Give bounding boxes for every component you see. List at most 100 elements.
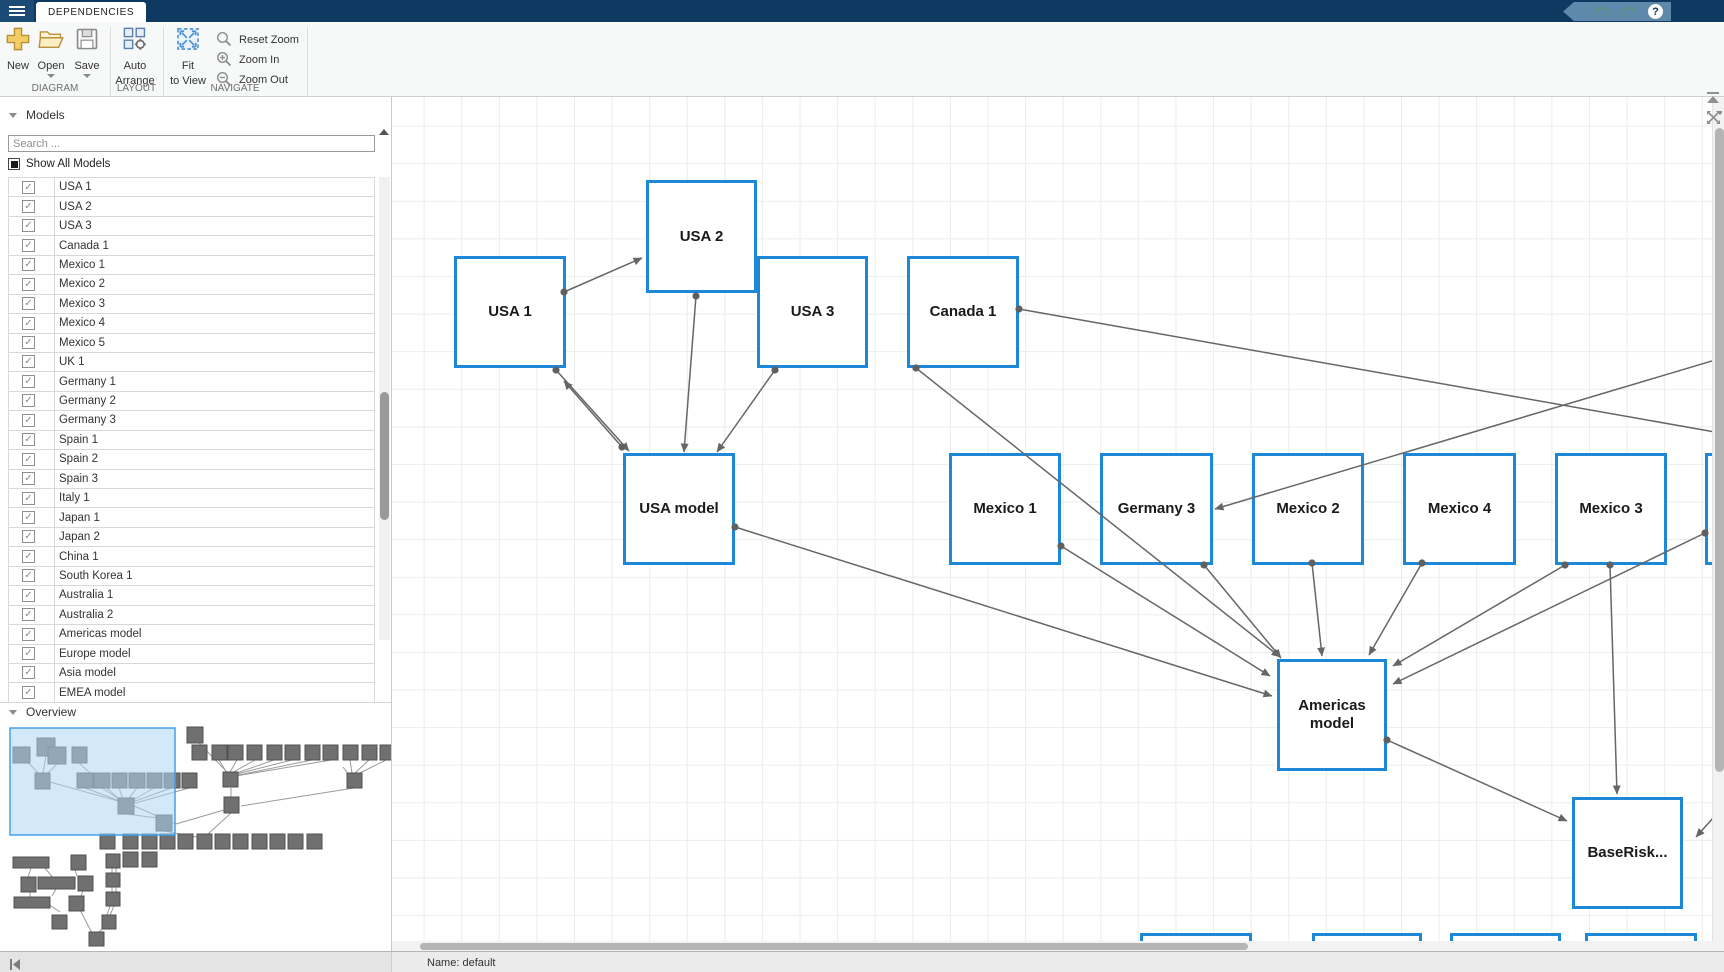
canvas-node[interactable]: USA model [623, 453, 735, 565]
canvas-node[interactable]: Mexico 2 [1252, 453, 1364, 565]
model-list-item[interactable]: ✓Australia 2 [8, 606, 375, 625]
model-list-scrollbar[interactable] [379, 177, 390, 640]
model-checkbox[interactable]: ✓ [22, 472, 35, 485]
show-all-models-checkbox[interactable]: Show All Models [8, 156, 110, 172]
model-list-item[interactable]: ✓Europe model [8, 645, 375, 664]
model-checkbox[interactable]: ✓ [22, 394, 35, 407]
model-list-item[interactable]: ✓Germany 2 [8, 392, 375, 411]
canvas-node-partial[interactable] [1450, 933, 1561, 941]
model-checkbox[interactable]: ✓ [22, 628, 35, 641]
save-dropdown-icon[interactable] [83, 74, 91, 78]
model-checkbox[interactable]: ✓ [22, 569, 35, 582]
minimap-viewport[interactable] [10, 728, 175, 835]
model-list-item[interactable]: ✓Germany 3 [8, 411, 375, 430]
model-list-item[interactable]: ✓Spain 3 [8, 470, 375, 489]
overview-minimap[interactable] [0, 720, 392, 948]
canvas-node[interactable]: Mexico 1 [949, 453, 1061, 565]
show-all-checkbox-icon[interactable] [8, 158, 20, 170]
model-list-item[interactable]: ✓Australia 1 [8, 586, 375, 605]
collapse-models-icon[interactable] [9, 113, 17, 118]
skip-to-start-icon[interactable] [9, 957, 21, 968]
model-list-item[interactable]: ✓USA 1 [8, 178, 375, 197]
model-list-item[interactable]: ✓Asia model [8, 664, 375, 683]
canvas-node[interactable]: Mexico 3 [1555, 453, 1667, 565]
model-checkbox[interactable]: ✓ [22, 278, 35, 291]
canvas-node[interactable]: Americas model [1277, 659, 1387, 771]
model-checkbox[interactable]: ✓ [22, 355, 35, 368]
model-list-item[interactable]: ✓EMEA model [8, 683, 375, 702]
model-list-item[interactable]: ✓Mexico 4 [8, 314, 375, 333]
model-list-item[interactable]: ✓Spain 1 [8, 431, 375, 450]
model-list-item[interactable]: ✓Canada 1 [8, 236, 375, 255]
fit-to-view-button[interactable]: Fit to View [165, 26, 211, 87]
model-checkbox[interactable]: ✓ [22, 317, 35, 330]
expand-canvas-icon[interactable] [1705, 109, 1722, 126]
model-checkbox[interactable]: ✓ [22, 258, 35, 271]
model-checkbox[interactable]: ✓ [22, 375, 35, 388]
model-list-item[interactable]: ✓Mexico 5 [8, 334, 375, 353]
model-checkbox[interactable]: ✓ [22, 453, 35, 466]
canvas-node-partial[interactable] [1312, 933, 1422, 941]
open-dropdown-icon[interactable] [47, 74, 55, 78]
model-list-item[interactable]: ✓Americas model [8, 625, 375, 644]
undo-icon[interactable] [1592, 4, 1610, 20]
auto-arrange-button[interactable]: Auto Arrange [112, 26, 158, 87]
canvas-node[interactable]: USA 3 [757, 256, 868, 368]
canvas-horizontal-scrollbar-thumb[interactable] [420, 943, 1248, 950]
model-list-item[interactable]: ✓Mexico 1 [8, 256, 375, 275]
model-list-item[interactable]: ✓Mexico 3 [8, 295, 375, 314]
canvas-node[interactable]: Canada 1 [907, 256, 1019, 368]
zoom-in-button[interactable]: Zoom In [216, 50, 279, 70]
model-checkbox[interactable]: ✓ [22, 530, 35, 543]
model-checkbox[interactable]: ✓ [22, 666, 35, 679]
model-list-item[interactable]: ✓China 1 [8, 547, 375, 566]
save-button[interactable]: Save [70, 26, 104, 78]
model-checkbox[interactable]: ✓ [22, 336, 35, 349]
model-list-item[interactable]: ✓USA 2 [8, 197, 375, 216]
list-scroll-up-icon[interactable] [379, 129, 389, 135]
canvas-node[interactable]: BaseRisk... [1572, 797, 1683, 909]
redo-icon[interactable] [1620, 4, 1638, 20]
menu-icon[interactable] [0, 0, 34, 22]
model-list-item[interactable]: ✓Germany 1 [8, 372, 375, 391]
canvas-vertical-scrollbar-thumb[interactable] [1715, 128, 1724, 772]
canvas-node-partial[interactable] [1585, 933, 1697, 941]
model-list-item[interactable]: ✓Japan 1 [8, 508, 375, 527]
model-checkbox[interactable]: ✓ [22, 647, 35, 660]
model-list-item[interactable]: ✓Mexico 2 [8, 275, 375, 294]
open-button[interactable]: Open [34, 26, 68, 78]
canvas-horizontal-scrollbar[interactable] [392, 941, 1724, 951]
model-list-item[interactable]: ✓UK 1 [8, 353, 375, 372]
model-checkbox[interactable]: ✓ [22, 414, 35, 427]
model-list-item[interactable]: ✓Italy 1 [8, 489, 375, 508]
new-button[interactable]: New [2, 26, 34, 72]
diagram-canvas[interactable]: USA 1 USA 2USA 3 Canada 1 USA model Mexico 1… [392, 97, 1724, 941]
model-list-item[interactable]: ✓USA 3 [8, 217, 375, 236]
model-checkbox[interactable]: ✓ [22, 550, 35, 563]
canvas-node-partial[interactable] [1140, 933, 1252, 941]
model-list-item[interactable]: ✓South Korea 1 [8, 567, 375, 586]
canvas-node[interactable]: USA 1 [454, 256, 566, 368]
model-list-item[interactable]: ✓Spain 2 [8, 450, 375, 469]
model-list-scrollbar-thumb[interactable] [380, 392, 389, 520]
collapse-toolstrip-icon[interactable] [1705, 91, 1721, 104]
model-checkbox[interactable]: ✓ [22, 492, 35, 505]
reset-zoom-button[interactable]: Reset Zoom [216, 30, 299, 50]
tab-dependencies[interactable]: DEPENDENCIES [36, 2, 146, 22]
overview-panel-header[interactable]: Overview [0, 702, 392, 721]
model-checkbox[interactable]: ✓ [22, 589, 35, 602]
help-button[interactable]: ? [1648, 4, 1663, 19]
collapse-overview-icon[interactable] [9, 710, 17, 715]
model-checkbox[interactable]: ✓ [22, 297, 35, 310]
canvas-node[interactable]: Mexico 4 [1403, 453, 1516, 565]
canvas-node[interactable]: USA 2 [646, 180, 757, 293]
model-checkbox[interactable]: ✓ [22, 181, 35, 194]
canvas-vertical-scrollbar[interactable] [1712, 97, 1724, 941]
model-checkbox[interactable]: ✓ [22, 608, 35, 621]
model-checkbox[interactable]: ✓ [22, 686, 35, 699]
model-checkbox[interactable]: ✓ [22, 511, 35, 524]
models-panel-header[interactable]: Models [0, 105, 392, 125]
canvas-node[interactable]: Germany 3 [1100, 453, 1213, 565]
model-checkbox[interactable]: ✓ [22, 200, 35, 213]
search-input[interactable] [8, 135, 375, 152]
